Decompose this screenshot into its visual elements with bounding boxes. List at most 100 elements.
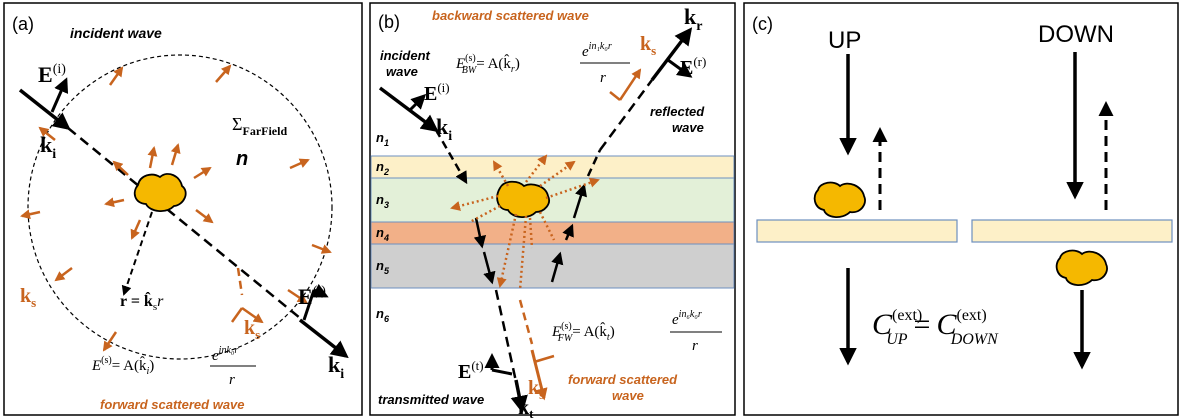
formula-fw: E(s)FW= A(k̂t) ein₆k₀r r (551, 309, 722, 354)
inner-arrow (170, 143, 181, 166)
reflected-k-arrow (650, 27, 693, 82)
panel-b-label: (b) (378, 12, 400, 32)
dotted-arrow (496, 213, 518, 288)
formula-bw-den: r (600, 70, 606, 86)
forward-label-b2: wave (612, 388, 644, 403)
transmitted-dashed (494, 289, 522, 401)
formula-a-den: r (229, 372, 235, 388)
particle-b (496, 180, 550, 218)
layer-n2 (370, 155, 735, 179)
up-label: UP (828, 27, 861, 54)
transmitted-k-arrow (510, 379, 528, 414)
forward-ks-tick-b (533, 354, 555, 364)
scatter-arrow (311, 243, 332, 254)
e-t-label: E(t) (458, 358, 484, 383)
scatter-arrow (287, 288, 308, 304)
scatter-arrow (38, 126, 56, 141)
dotted-arrow (469, 204, 501, 224)
incident-k-arrow (18, 88, 71, 131)
dotted-scatter (450, 154, 600, 291)
formula-a-lhs: E(s)= A(k̂i) (91, 355, 154, 377)
panel-c-label: (c) (752, 14, 773, 34)
panel-b: (b) backward scattered wave E(s)BW= A(k̂… (369, 2, 736, 420)
layer-n4 (370, 221, 735, 245)
exit-k-arrow (298, 318, 349, 359)
scatter-arrow (215, 64, 232, 83)
panel-c: (c) UP DOWN C(ext)UP=C(ext)DOWN (743, 2, 1179, 416)
incident-e-arrow-b (408, 93, 427, 112)
inner-arrow (147, 146, 158, 169)
dotted-arrow (545, 177, 600, 200)
formula-a: E(s)= A(k̂i) eink₀r r (91, 345, 256, 388)
dotted-arrow (538, 211, 556, 241)
slab-down (971, 219, 1173, 243)
layer-n3 (370, 177, 735, 223)
formula-fw-den: r (692, 338, 698, 354)
inner-arrow (130, 219, 142, 240)
forward-ks-tick (230, 307, 244, 323)
k-r-label: kr (684, 4, 702, 34)
panel-c-frame (743, 2, 1179, 416)
incident-label: incident (380, 48, 431, 63)
layer-label-n5: n5 (376, 258, 390, 276)
transmitted-label: transmitted wave (378, 392, 484, 407)
r-vector (121, 211, 153, 296)
reflect-path-2 (562, 223, 574, 241)
reflect-path-4 (586, 149, 602, 177)
c-ext-equation: C(ext)UP=C(ext)DOWN (872, 307, 999, 348)
particle-down (1055, 249, 1108, 286)
scatter-arrow (54, 267, 73, 282)
incident-wave-label-b: wave (386, 64, 418, 79)
backward-ks-arrow (618, 68, 642, 101)
e-out-label: E(i) (298, 284, 326, 309)
incident-path-2 (473, 217, 487, 249)
refractive-index-n: n (236, 148, 248, 170)
sigma-label: ΣFarField (232, 114, 287, 138)
panel-a-frame (3, 2, 363, 416)
scattered-arrows (20, 64, 332, 352)
dotted-arrow (518, 215, 528, 291)
incident-path-1 (434, 129, 468, 185)
formula-bw-num: ein₁k₀r (582, 41, 612, 60)
forward-wave-label: forward scattered wave (100, 397, 245, 412)
forward-ks-arrow (241, 306, 264, 324)
k-s-label-right: ks (244, 317, 260, 342)
reflected-label: reflected (650, 104, 705, 119)
incident-dashed-line (67, 127, 301, 319)
backward-ks-tick (609, 91, 621, 101)
dotted-arrow (539, 160, 576, 188)
particle-up (813, 181, 866, 218)
k-i-label-b: ki (436, 114, 452, 144)
k-i-exit-label: ki (328, 352, 344, 382)
scatter-arrow (102, 331, 118, 352)
formula-fw-lhs: E(s)FW= A(k̂t) (551, 321, 615, 344)
backward-wave-label: backward scattered wave (432, 8, 589, 23)
reflected-dashed (598, 79, 654, 151)
k-s-bot-label: ks (528, 377, 544, 402)
far-field-sphere (27, 54, 333, 360)
forward-dashed-b (518, 299, 534, 345)
panel-a: (a) incident wave E(i) ki ΣFarField n (3, 2, 363, 416)
reflected-e-arrow (667, 58, 693, 78)
scatter-arrow (108, 66, 124, 86)
layer-label-n1: n1 (376, 130, 389, 148)
incident-path-3 (482, 251, 496, 285)
layer-label-n2: n2 (376, 159, 389, 177)
reflected-wave-label: wave (672, 120, 704, 135)
k-s-label-left: ks (20, 285, 36, 310)
inner-arrow (104, 197, 125, 208)
dotted-arrow (525, 154, 548, 183)
r-equation: r = k̂sr (120, 291, 164, 313)
k-t-label: kt (518, 397, 534, 420)
formula-a-num: eink₀r (212, 345, 238, 364)
panel-a-label: (a) (12, 14, 34, 34)
forward-dashed (236, 267, 244, 296)
formula-fw-num: ein₆k₀r (672, 309, 702, 328)
slab-up (756, 219, 958, 243)
e-r-label: E(r) (680, 54, 706, 79)
incident-wave-label: incident wave (70, 25, 162, 41)
layer-labels: n1 n2 n3 n4 n5 n6 (376, 130, 390, 324)
forward-label-b1: forward scattered (568, 372, 678, 387)
k-i-label: ki (40, 132, 56, 162)
